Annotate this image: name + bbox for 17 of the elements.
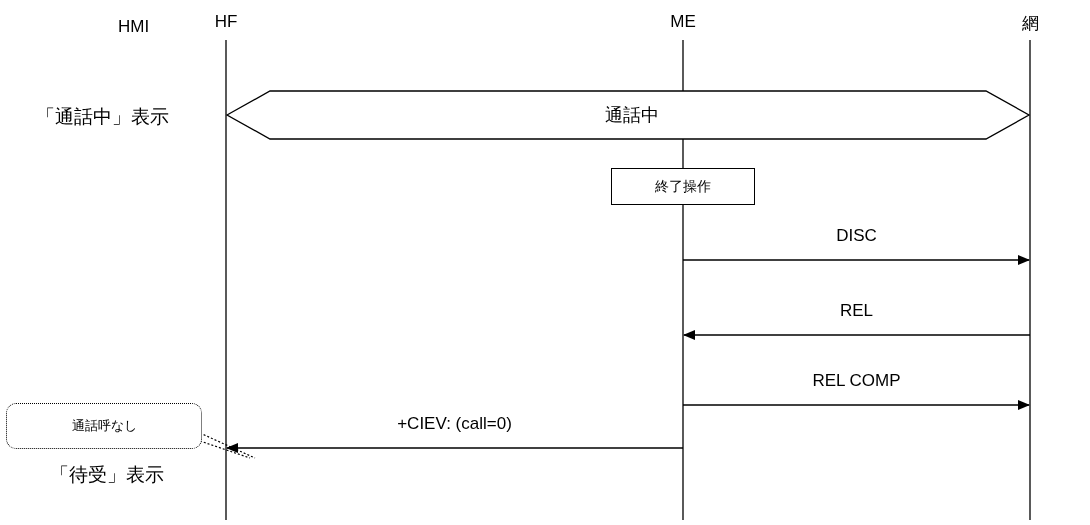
message-arrow xyxy=(682,255,1030,265)
lifeline-header: 網 xyxy=(1020,13,1040,35)
participant-label: HMI xyxy=(118,17,150,37)
message-arrow xyxy=(683,330,1031,340)
display-note: 「通話中」表示 xyxy=(36,105,169,129)
action-box: 終了操作 xyxy=(611,168,755,205)
edge-label: REL xyxy=(838,301,875,321)
display-note: 「待受」表示 xyxy=(50,463,164,487)
state-label: 通話中 xyxy=(605,104,659,127)
message-arrow xyxy=(682,400,1030,410)
message-arrow xyxy=(226,443,684,453)
lifeline-header: HF xyxy=(213,12,239,32)
edge-label: REL COMP xyxy=(811,371,902,391)
callout-bubble: 通話呼なし xyxy=(6,403,202,449)
edge-label: +CIEV: (call=0) xyxy=(396,414,513,434)
edge-label: DISC xyxy=(835,226,878,246)
lifeline-header: ME xyxy=(669,12,697,32)
